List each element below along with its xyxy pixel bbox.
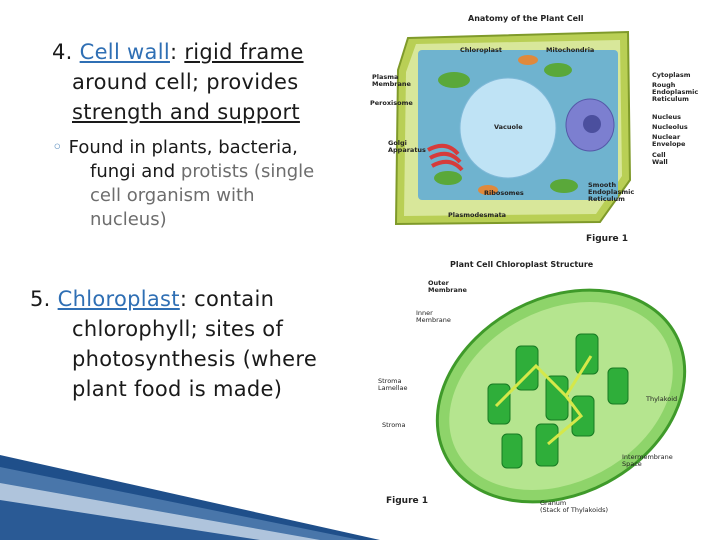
sub-bullet-line-1: Found in plants, bacteria, [68,137,298,158]
bullet-icon: ◦ [52,137,63,158]
point-4-cell-wall: 4. Cell wall: rigid frame around cell; p… [52,37,304,127]
cell-wall-link[interactable]: Cell wall [79,40,170,64]
label-nucleolus: Nucleolus [652,123,688,131]
label-stroma: Stroma [382,421,406,429]
plant-cell-title: Anatomy of the Plant Cell [468,14,584,23]
label-vacuole: Vacuole [494,123,523,131]
chloroplast-title: Plant Cell Chloroplast Structure [450,260,594,269]
sub-bullet-line-2: fungi and protists (single [52,160,314,184]
point-4-definition-underlined: rigid frame [184,40,304,64]
point-4-number: 4. [52,40,80,64]
point-4-line-3: strength and support [72,100,300,124]
label-nucleus: Nucleus [652,113,682,121]
plant-cell-image [394,30,632,226]
point-4-line-2: around cell; provides [72,70,299,94]
sub-bullet-line-2b: protists (single [180,161,315,182]
label-ribosomes: Ribosomes [484,189,524,197]
sub-bullet-line-3: cell organism with [90,185,255,206]
label-chloroplast: Chloroplast [460,46,503,54]
sub-bullet-cell-wall: ◦Found in plants, bacteria, fungi and pr… [52,136,314,232]
point-5-line-4: plant food is made) [72,377,283,401]
label-thylakoid: Thylakoid [646,395,678,403]
label-cytoplasm: Cytoplasm [652,71,691,79]
point-5-rest: : contain [179,287,275,311]
point-5-number: 5. [30,287,58,311]
chloroplast-image [435,288,687,504]
label-granum: Granum(Stack of Thylakoids) [540,499,609,514]
plant-cell-figure: Anatomy of the Plant Cell Chloroplast Mi… [368,10,698,250]
point-5-line-2: chlorophyll; sites of [72,317,284,341]
chloroplast-caption: Figure 1 [386,496,429,506]
label-plasmodesmata: Plasmodesmata [448,211,507,219]
sub-bullet-line-2a: fungi and [90,161,181,182]
label-mitochondria: Mitochondria [546,46,595,54]
decorative-wedge [0,455,380,540]
point-5-chloroplast: 5. Chloroplast: contain chlorophyll; sit… [30,284,317,404]
chloroplast-link[interactable]: Chloroplast [57,287,180,311]
sub-bullet-line-4: nucleus) [90,209,167,230]
label-peroxisome: Peroxisome [370,99,413,107]
point-5-line-3: photosynthesis (where [72,347,318,371]
point-4-colon: : [169,40,185,64]
plant-cell-caption: Figure 1 [586,234,629,244]
